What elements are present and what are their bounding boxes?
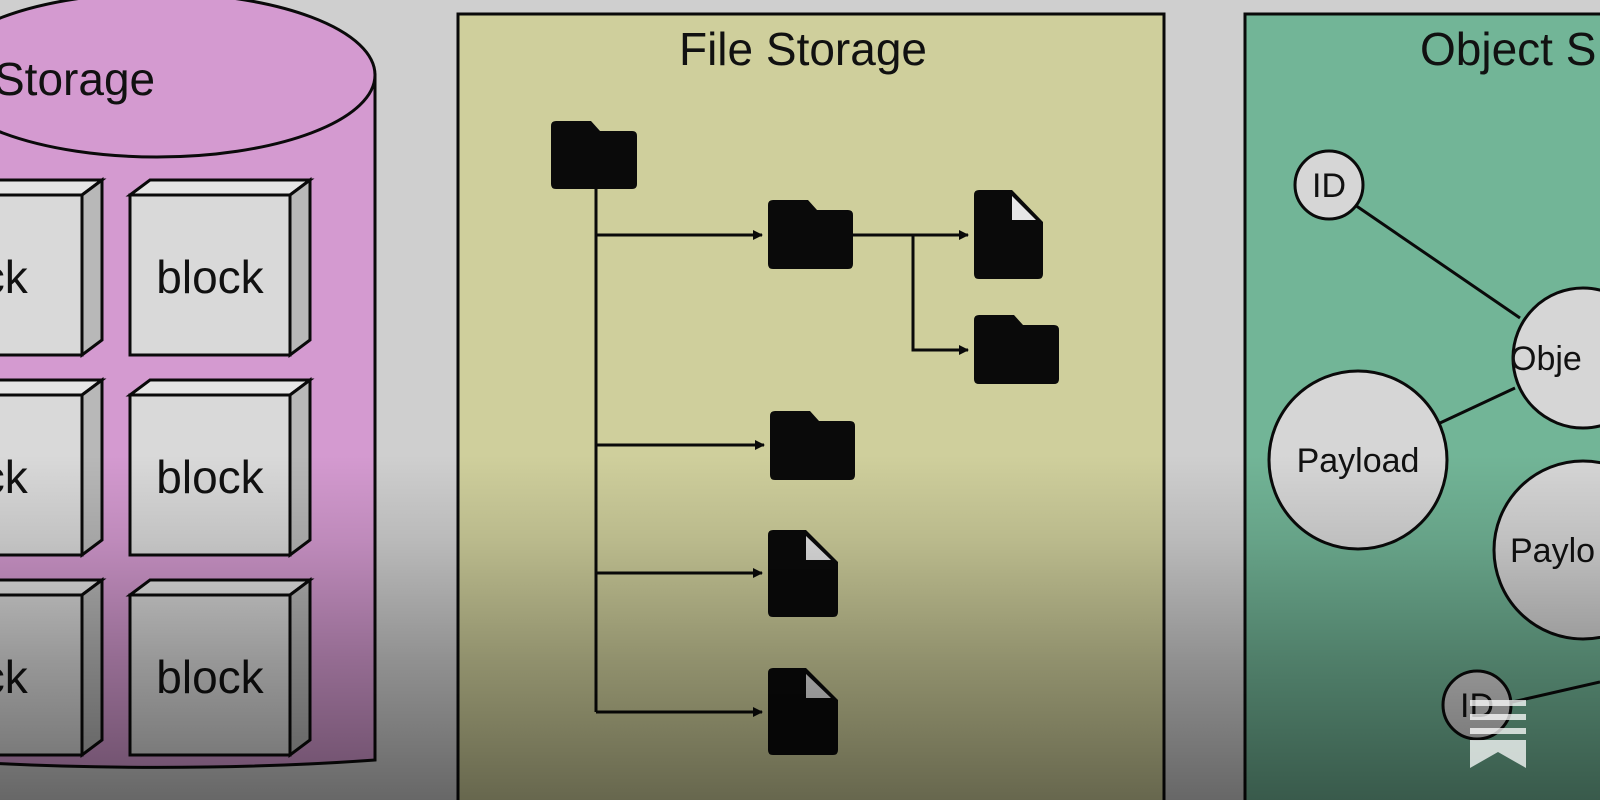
block-label: block bbox=[156, 651, 264, 703]
object-node-label: ID bbox=[1312, 167, 1346, 205]
block-cube: block bbox=[125, 577, 315, 758]
bookmark-list-icon bbox=[1470, 700, 1526, 768]
folder-icon bbox=[551, 121, 637, 189]
object-node-label: Payload bbox=[1297, 442, 1420, 480]
block-label: ock bbox=[0, 451, 29, 503]
block-cube: ock bbox=[0, 177, 107, 358]
folder-icon bbox=[768, 200, 853, 269]
object-node-label: Obje bbox=[1510, 340, 1582, 378]
file-storage-title: File Storage bbox=[679, 23, 927, 75]
block-label: block bbox=[156, 451, 264, 503]
block-label: block bbox=[156, 251, 264, 303]
object-storage-title: Object S bbox=[1420, 23, 1596, 75]
block-cube: block bbox=[125, 177, 315, 358]
block-cube: ock bbox=[0, 377, 107, 558]
object-storage-panel: Object S ID Obje Payload Paylo ID bbox=[1243, 12, 1600, 800]
file-storage-panel: File Storage bbox=[456, 12, 1166, 800]
block-label: ock bbox=[0, 651, 29, 703]
folder-icon bbox=[770, 411, 855, 480]
block-cube: block bbox=[125, 377, 315, 558]
block-storage-title: Storage bbox=[0, 53, 155, 105]
block-storage-panel: Storage ock block ock block bbox=[0, 0, 377, 769]
folder-icon bbox=[974, 315, 1059, 384]
object-node-label: Paylo bbox=[1510, 532, 1595, 570]
block-label: ock bbox=[0, 251, 29, 303]
block-cube: ock bbox=[0, 577, 107, 758]
